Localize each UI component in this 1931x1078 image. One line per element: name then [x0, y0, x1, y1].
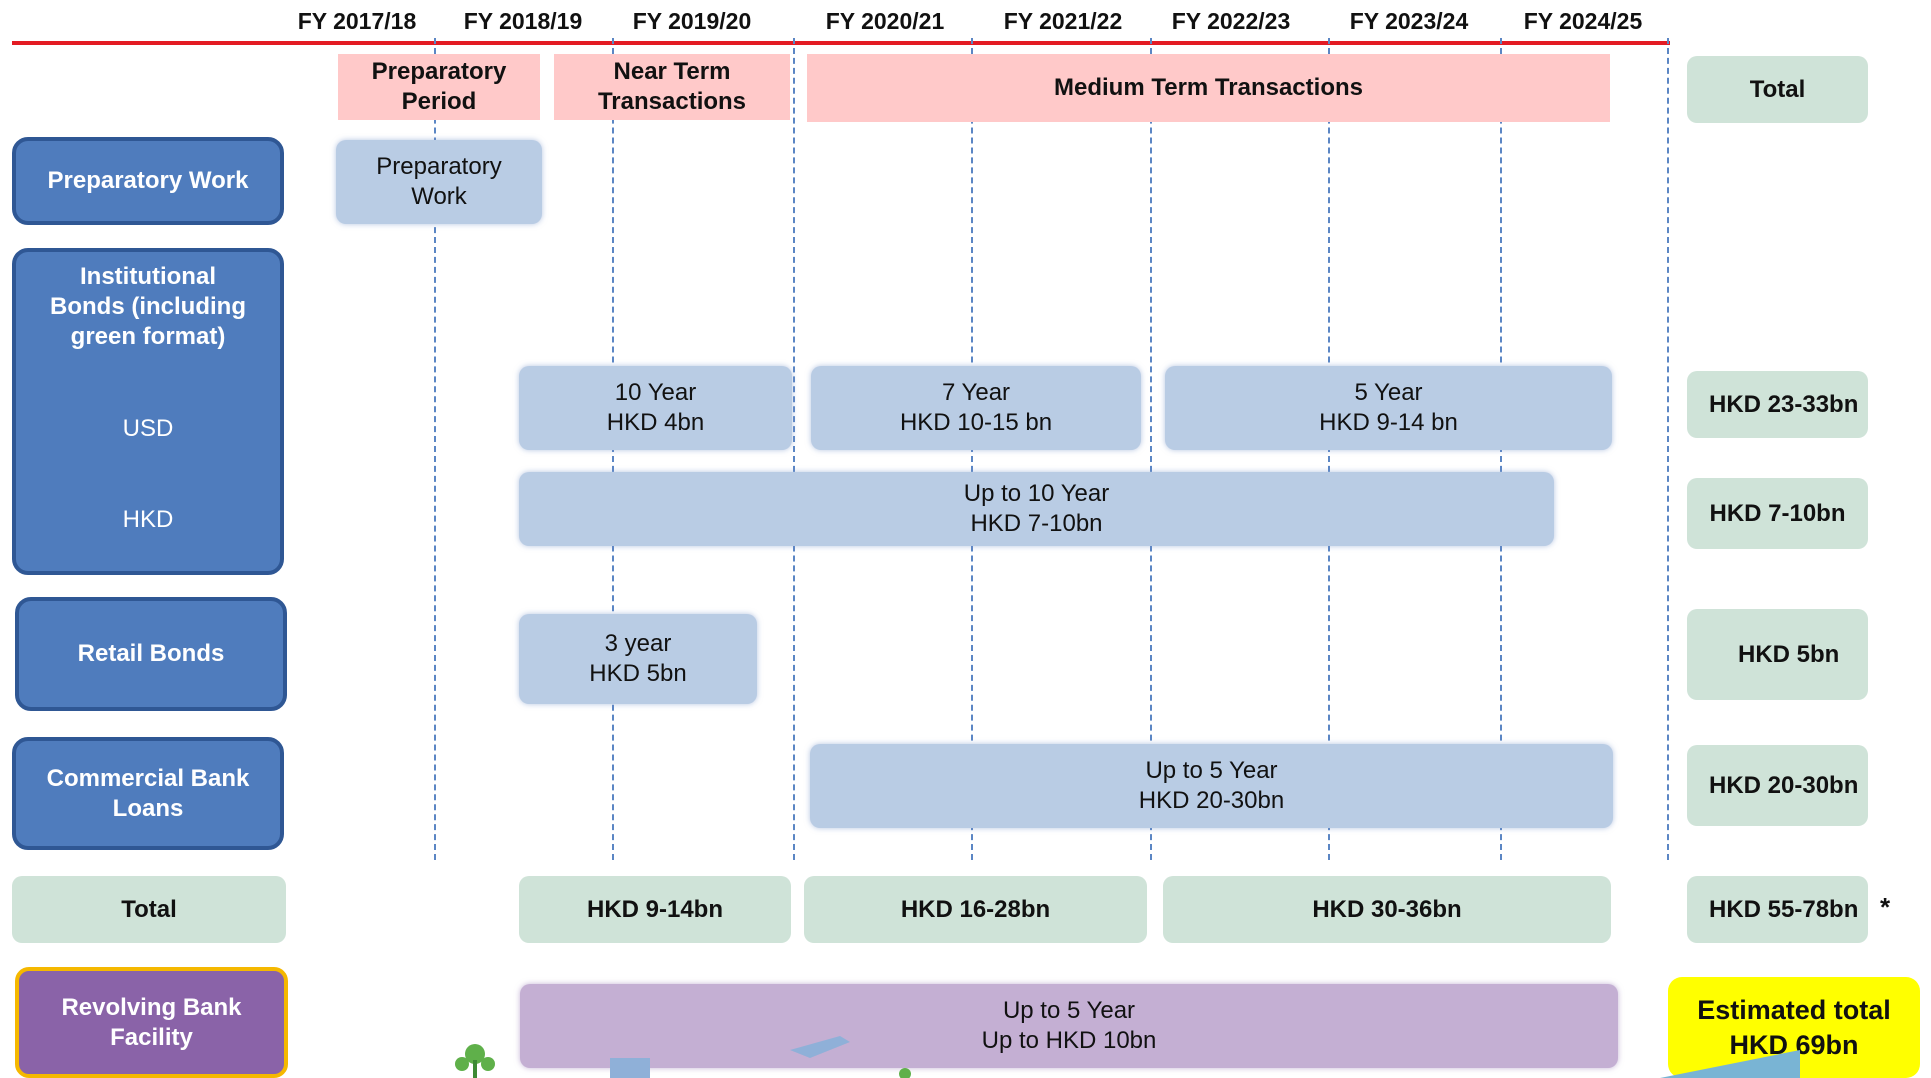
period-total-fy2020-22: HKD 16-28bn — [804, 876, 1147, 943]
year-divider — [1667, 38, 1669, 860]
fy-label-2022-23: FY 2022/23 — [1171, 8, 1291, 34]
grand-total: HKD 55-78bn — [1687, 876, 1868, 943]
fy-label-2018-19: FY 2018/19 — [463, 8, 583, 34]
year-divider — [793, 38, 795, 860]
bar-hkd-up-to-10-year: Up to 10 Year HKD 7-10bn — [519, 472, 1554, 546]
year-divider — [1150, 38, 1152, 860]
subcategory-hkd: HKD — [122, 506, 174, 533]
bar-usd-5-year: 5 Year HKD 9-14 bn — [1165, 366, 1612, 450]
subcategory-usd: USD — [122, 415, 174, 442]
phase-preparatory-period: Preparatory Period — [338, 54, 540, 120]
bar-usd-10-year: 10 Year HKD 4bn — [519, 366, 792, 450]
bar-usd-7-year: 7 Year HKD 10-15 bn — [811, 366, 1141, 450]
bar-retail-3-year: 3 year HKD 5bn — [519, 614, 757, 704]
fy-label-2020-21: FY 2020/21 — [825, 8, 945, 34]
phase-medium-term-transactions: Medium Term Transactions — [807, 54, 1610, 122]
category-revolving-bank-facility: Revolving Bank Facility — [15, 967, 288, 1078]
year-divider — [434, 38, 436, 860]
row-total-usd: HKD 23-33bn — [1687, 371, 1868, 438]
fy-label-2024-25: FY 2024/25 — [1523, 8, 1643, 34]
period-total-near-term: HKD 9-14bn — [519, 876, 791, 943]
bar-loans-up-to-5-year: Up to 5 Year HKD 20-30bn — [810, 744, 1613, 828]
bar-revolving-up-to-5-year: Up to 5 Year Up to HKD 10bn — [520, 984, 1618, 1068]
category-preparatory-work: Preparatory Work — [12, 137, 284, 225]
category-retail-bonds: Retail Bonds — [15, 597, 287, 711]
fy-label-2023-24: FY 2023/24 — [1349, 8, 1469, 34]
row-total-retail: HKD 5bn — [1687, 609, 1868, 700]
fy-label-2017-18: FY 2017/18 — [297, 8, 417, 34]
timeline-rule — [12, 41, 1670, 45]
category-institutional-bonds: Institutional Bonds (including green for… — [12, 248, 284, 575]
decorative-city-illustration — [455, 1036, 1800, 1078]
fy-label-2021-22: FY 2021/22 — [1003, 8, 1123, 34]
footnote-marker: * — [1880, 892, 1891, 922]
phase-near-term-transactions: Near Term Transactions — [554, 54, 790, 120]
period-total-fy2022-25: HKD 30-36bn — [1163, 876, 1611, 943]
bar-preparatory-work: Preparatory Work — [336, 140, 542, 224]
total-row-label: Total — [12, 876, 286, 943]
row-total-loans: HKD 20-30bn — [1687, 745, 1868, 826]
fy-label-2019-20: FY 2019/20 — [632, 8, 752, 34]
category-commercial-bank-loans: Commercial Bank Loans — [12, 737, 284, 850]
total-column-header: Total — [1687, 56, 1868, 123]
row-total-hkd: HKD 7-10bn — [1687, 478, 1868, 549]
